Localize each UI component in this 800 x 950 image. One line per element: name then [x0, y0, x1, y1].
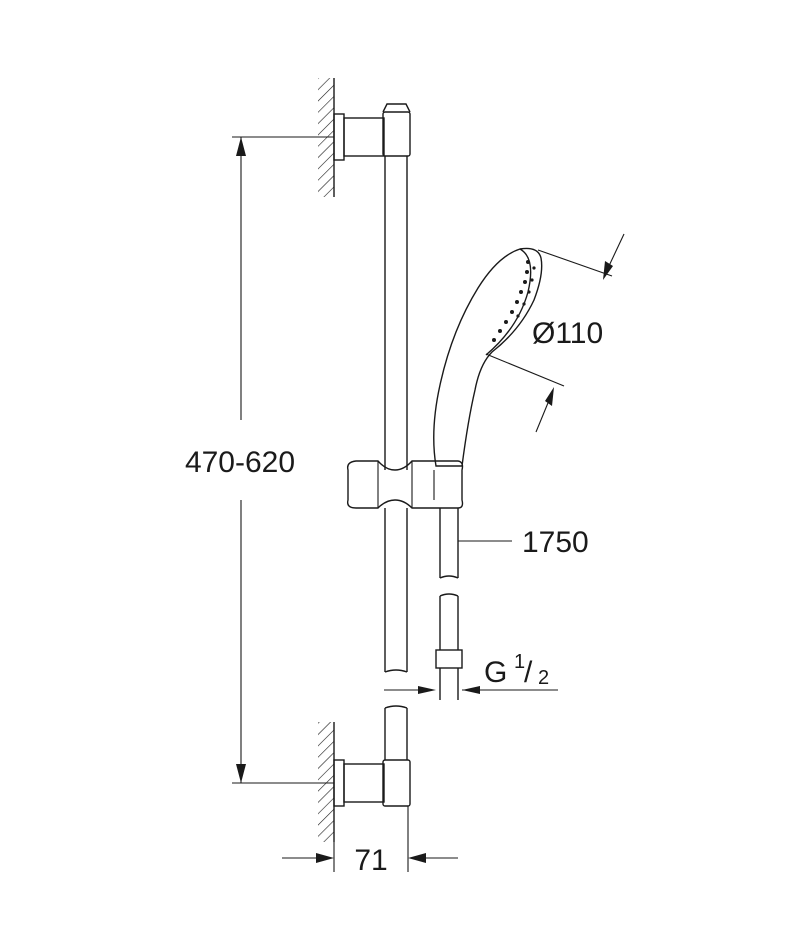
spray-nozzles [492, 260, 536, 342]
hose-length-label: 1750 [522, 526, 589, 559]
hand-shower [433, 247, 543, 467]
hose-length-dimension: 1750 [458, 526, 589, 559]
wall-offset-label: 71 [354, 844, 387, 877]
height-range-label: 470-620 [185, 446, 295, 479]
diameter-dimension: Ø110 [485, 233, 625, 433]
thread-separator: / [524, 656, 533, 689]
diameter-label: Ø110 [532, 317, 603, 350]
thread-numerator: 1 [514, 651, 525, 673]
thread-dimension: G 1 / 2 [384, 651, 558, 694]
height-dimension: 470-620 [185, 136, 334, 784]
slider-holder [346, 460, 464, 509]
hose-nut [435, 649, 463, 700]
bottom-wall-bracket [333, 759, 411, 807]
thread-denominator: 2 [538, 667, 549, 689]
wall-offset-dimension: 71 [282, 806, 458, 877]
bottom-wall [318, 722, 335, 842]
thread-letter: G [484, 656, 507, 689]
shower-hose [439, 508, 459, 650]
shower-rail [384, 156, 408, 760]
top-wall-bracket [333, 103, 411, 161]
